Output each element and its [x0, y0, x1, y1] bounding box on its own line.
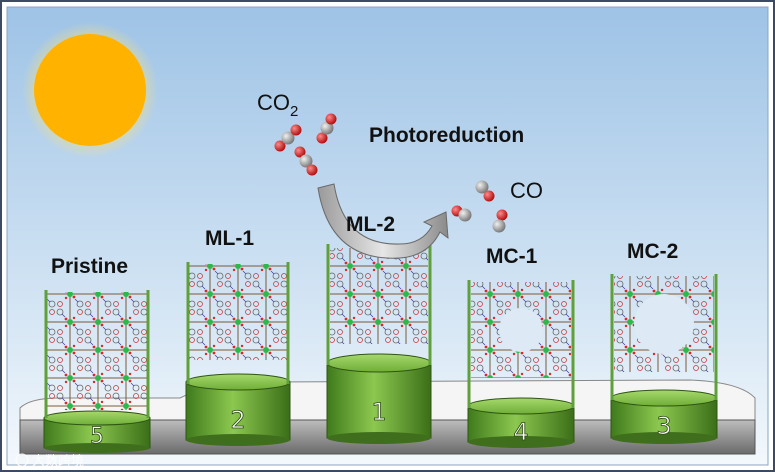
platform-label-pristine: Pristine — [51, 255, 128, 278]
rank-number-mc-2: 3 — [656, 412, 671, 440]
svg-text:大数跨境: 大数跨境 — [32, 454, 84, 469]
platform-label-ml-2: ML-2 — [346, 213, 395, 236]
sun-icon — [22, 22, 158, 158]
platform-label-ml-1: ML-1 — [205, 227, 254, 250]
rank-number-mc-1: 4 — [513, 418, 528, 446]
mof-lattice-pristine — [46, 290, 148, 418]
co-label: CO — [510, 178, 543, 203]
platform-label-mc-2: MC-2 — [627, 240, 678, 263]
photoreduction-label: Photoreduction — [369, 124, 524, 147]
rank-number-pristine: 5 — [90, 424, 104, 449]
rank-number-ml-2: 1 — [371, 398, 386, 426]
rank-number-ml-1: 2 — [230, 406, 245, 434]
platform-label-mc-1: MC-1 — [486, 245, 538, 268]
